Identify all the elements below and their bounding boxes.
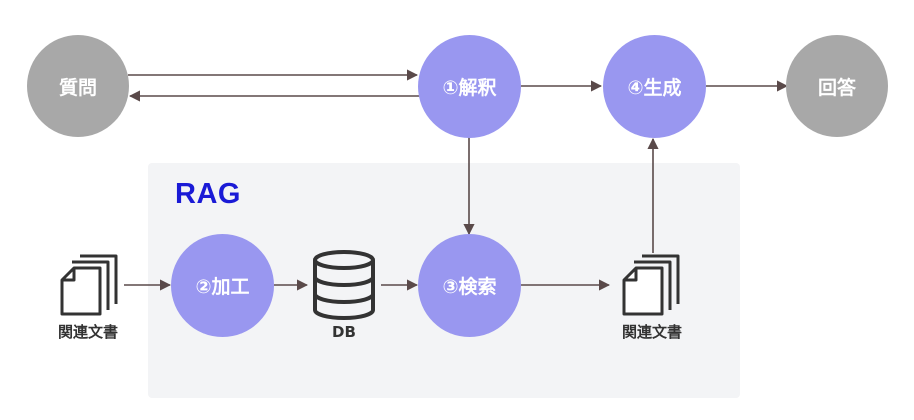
node-process: ②加工 <box>171 234 274 337</box>
node-process-label: ②加工 <box>195 276 250 298</box>
node-interpret: ①解釈 <box>418 35 521 138</box>
node-generate-label: ④生成 <box>627 77 682 99</box>
node-generate: ④生成 <box>603 35 706 138</box>
database-icon <box>313 250 375 320</box>
node-answer-label: 回答 <box>817 76 856 99</box>
caption-db: DB <box>332 323 356 341</box>
documents-icon <box>622 254 680 316</box>
node-interpret-label: ①解釈 <box>442 77 497 99</box>
documents-icon <box>60 254 118 316</box>
caption-docs-out: 関連文書 <box>621 323 682 341</box>
caption-docs-in: 関連文書 <box>57 323 118 341</box>
node-question: 質問 <box>27 35 129 137</box>
node-search: ③検索 <box>418 234 521 337</box>
rag-group-label: RAG <box>175 178 241 210</box>
node-question-label: 質問 <box>58 76 97 99</box>
node-search-label: ③検索 <box>442 276 497 298</box>
node-answer: 回答 <box>786 35 888 137</box>
